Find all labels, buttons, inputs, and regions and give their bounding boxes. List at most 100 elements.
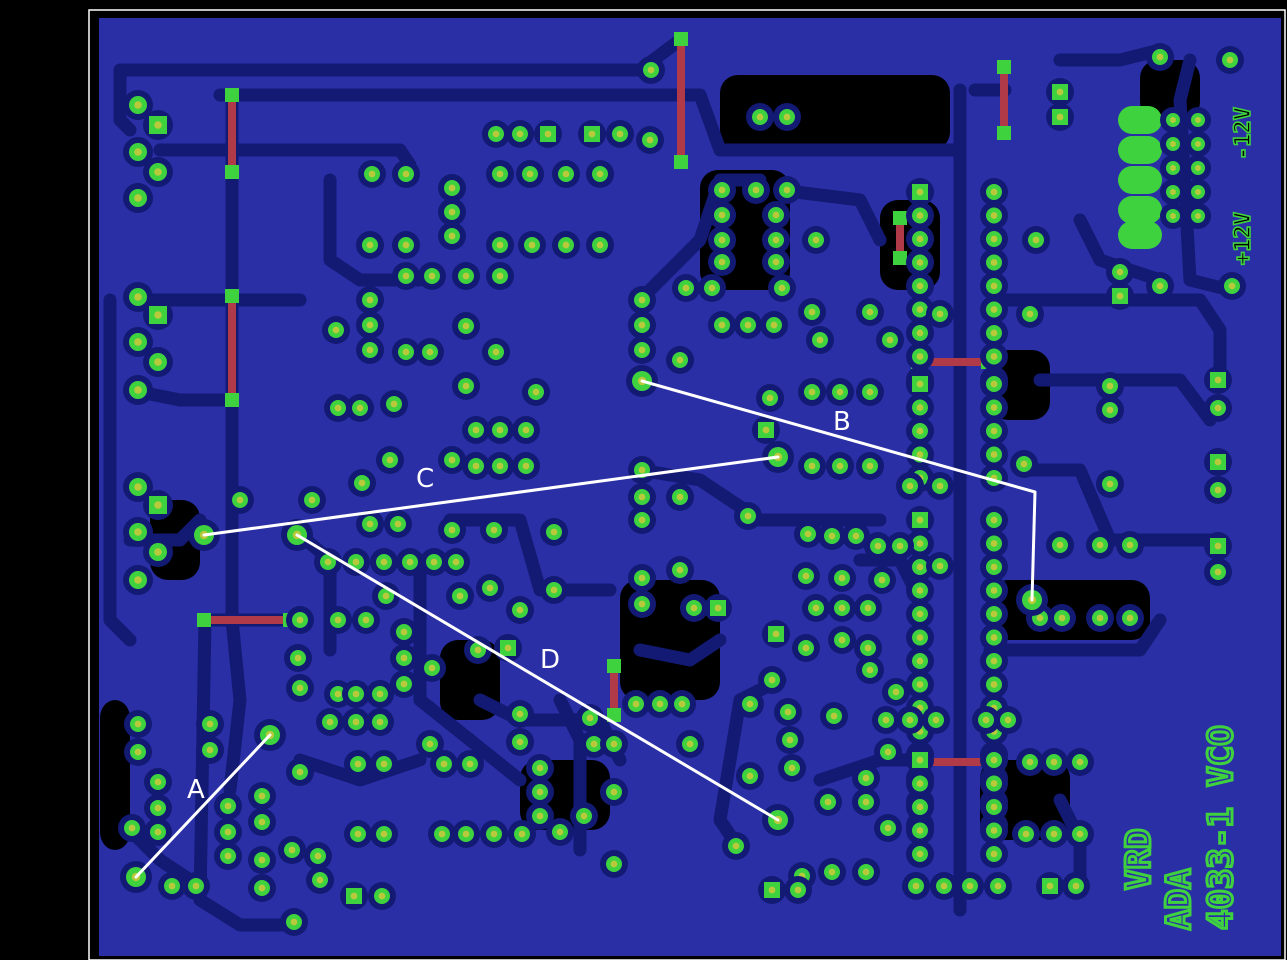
pad-hole [632,700,640,708]
pad-hole [1170,189,1176,195]
pad-hole [1036,614,1044,622]
pad-hole [356,404,364,412]
pad-hole [678,700,686,708]
pad-hole [892,688,900,696]
pad-hole [1214,486,1222,494]
pad-hole [936,310,944,318]
pad-hole [154,358,162,366]
pad-hole [314,852,322,860]
pad-hole [638,574,646,582]
pad-hole [426,740,434,748]
pad-hole [352,690,360,698]
pad-hole [638,600,646,608]
pad-hole [718,321,726,329]
jumper-pad [997,126,1011,140]
pad-hole [402,241,410,249]
pad-hole [258,792,266,800]
route-line-c [202,455,780,537]
pad-hole [802,572,810,580]
pad-hole [366,296,374,304]
pad-hole [916,850,924,858]
pad-hole [354,830,362,838]
pad-hole [496,272,504,280]
pad-hole [788,764,796,772]
pad-hole [544,130,552,138]
pad-hole [638,493,646,501]
pad-hole [526,170,534,178]
pad-hole [462,272,470,280]
pad-hole [638,516,646,524]
pad-hole [708,284,716,292]
pad-hole [772,258,780,266]
pad-hole [916,451,924,458]
pad-hole [990,657,998,665]
pad-hole [762,426,770,434]
jumper-pad [225,393,239,407]
pad-hole [990,803,998,811]
pad-hole [462,322,470,330]
pad-hole [496,426,504,434]
pad-hole [1046,882,1054,890]
pad-hole [1050,758,1058,766]
pad-hole [752,186,760,194]
pad-hole [766,394,774,402]
pad-hole [746,700,754,708]
pad-hole [808,308,816,316]
pad-hole [874,542,882,550]
copper-trace [293,753,427,787]
pad-hole [134,386,142,394]
pad-hole [366,346,374,354]
pad-hole [638,296,646,304]
pad-hole [864,604,872,612]
pad-hole [522,426,530,434]
pad-hole [916,563,924,571]
pad-hole [816,336,824,344]
pad-hole [134,148,142,156]
pad-hole [486,584,494,592]
pad-hole [852,532,860,540]
pad-hole [718,211,726,219]
pad-hole [562,241,570,249]
pad-hole [308,496,316,504]
pad-hole [718,236,726,244]
pad-hole [916,681,924,688]
pad-hole [1050,830,1058,838]
copper-trace [1033,373,1217,427]
pad-hole [866,308,874,316]
pad-hole [352,718,360,726]
pad-hole [438,830,446,838]
pad-hole [916,827,924,834]
pad-hole [990,306,998,313]
pad-hole [492,348,500,356]
pad-hole [916,235,924,243]
pad-hole [990,451,998,458]
route-line-b [640,379,1037,602]
copper-trace [103,293,137,647]
pad-hole [966,882,974,890]
pad-hole [154,311,162,319]
pad-hole [990,756,998,764]
pad-hole [1020,460,1028,468]
route-labels: A B C D [187,407,851,805]
pad-hole [440,760,448,768]
pad-hole [354,760,362,768]
pad-hole [316,876,324,884]
pad-hole [990,681,998,688]
pad-hole [1195,189,1201,195]
pad-hole [134,293,142,301]
silk-plus-12v-label: +12V [1231,212,1256,265]
power-header-pad [1118,106,1162,134]
power-header-pad [1118,221,1162,249]
pad-hole [1116,292,1124,300]
pad-hole [916,657,924,665]
pad-hole [990,587,998,594]
pad-hole [402,170,410,178]
unfilled-region [100,700,130,850]
copper-trace [633,633,727,667]
pad-hole [324,558,332,566]
pad-hole [536,812,544,820]
pad-hole [838,574,846,582]
silk-title-line2: 4033-1 VCO [1201,725,1241,930]
pad-hole [588,130,596,138]
pad-hole [830,712,838,720]
